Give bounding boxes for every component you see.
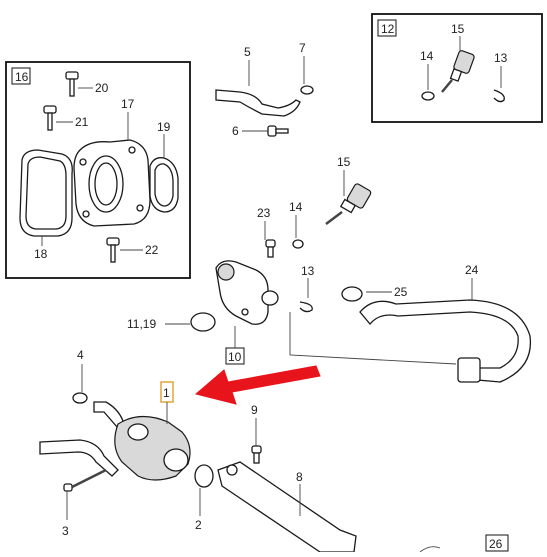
callout-7: 7	[299, 41, 306, 55]
inset-16-frame	[5, 61, 191, 279]
inset-12-group: 12 15 14 13	[371, 13, 543, 123]
sensor-15-group: 15 14 23 13	[257, 155, 372, 313]
red-arrow-icon	[194, 365, 321, 405]
callout-16: 16	[15, 70, 29, 84]
hose-clamp-25-icon	[341, 286, 363, 302]
callout-15-inset: 15	[451, 22, 465, 36]
callout-3: 3	[62, 524, 69, 538]
callout-15-main: 15	[337, 155, 351, 169]
coolant-pipe-8-icon	[217, 461, 357, 553]
bolt-23-icon	[265, 239, 276, 258]
callout-12: 12	[381, 22, 395, 36]
inset-12-frame	[371, 13, 543, 123]
callout-13-main: 13	[301, 264, 315, 278]
bolt-20-icon	[65, 71, 79, 97]
callout-22: 22	[145, 243, 159, 257]
callout-21: 21	[75, 115, 89, 129]
o-ring-4-icon	[72, 392, 88, 404]
callout-11-19: 11,19	[127, 317, 156, 331]
clip-13-inset-icon	[493, 89, 505, 103]
flange-plate-17-icon	[73, 139, 151, 227]
callout-17: 17	[121, 97, 135, 111]
callout-23: 23	[257, 206, 271, 220]
callout-1: 1	[163, 386, 170, 400]
callout-26: 26	[489, 537, 503, 551]
callout-20: 20	[95, 81, 109, 95]
coolant-hose-24-icon	[359, 299, 532, 383]
inlet-stub-icon	[93, 401, 125, 429]
seal-11-19-icon	[190, 312, 216, 332]
bolt-9-icon	[251, 445, 262, 464]
callout-25: 25	[394, 285, 408, 299]
pipe-8-group: 9 8 26	[217, 403, 509, 553]
o-ring-14-main-icon	[292, 239, 304, 249]
inlet-pipe-icon	[39, 439, 119, 477]
pipe-5-group: 5 7 6	[215, 41, 314, 138]
seal-ring-19-icon	[149, 157, 179, 213]
clip-13-main-icon	[299, 301, 313, 313]
inset-12-tag	[377, 19, 397, 37]
o-ring-14-inset-icon	[421, 91, 435, 101]
bolt-21-icon	[43, 105, 57, 131]
housing-10-group: 10 11,19	[127, 260, 279, 365]
coolant-pipe-5-icon	[215, 89, 301, 117]
callout-14-main: 14	[289, 200, 303, 214]
callout-6: 6	[232, 124, 239, 138]
pump-housing-1-group: 4 1 3 2	[39, 348, 321, 538]
callout-4: 4	[77, 348, 84, 362]
temp-sensor-15-icon	[441, 50, 475, 93]
bolt-6-icon	[267, 125, 289, 137]
tag-26	[485, 534, 509, 552]
callout-24: 24	[465, 263, 479, 277]
bolt-22-icon	[106, 237, 120, 263]
callout-10: 10	[228, 350, 242, 364]
bolt-3-icon	[63, 468, 107, 492]
callout-2: 2	[195, 518, 202, 532]
temp-sensor-15-main-icon	[325, 183, 372, 225]
callout-8: 8	[296, 470, 303, 484]
o-ring-7-icon	[300, 85, 314, 95]
callout-14-inset: 14	[420, 49, 434, 63]
callout-13-inset: 13	[494, 51, 508, 65]
hose-connector-icon	[457, 357, 481, 383]
inset-16-tag	[11, 67, 31, 85]
callout-5: 5	[244, 45, 251, 59]
callout-19: 19	[157, 120, 171, 134]
inset-16-group: 16 20 21 18	[5, 61, 191, 279]
callout-18: 18	[34, 247, 48, 261]
hose-24-group: 24 25	[289, 263, 532, 383]
callout-9: 9	[251, 403, 258, 417]
o-ring-2-icon	[194, 464, 214, 488]
gasket-18-icon	[19, 149, 73, 237]
